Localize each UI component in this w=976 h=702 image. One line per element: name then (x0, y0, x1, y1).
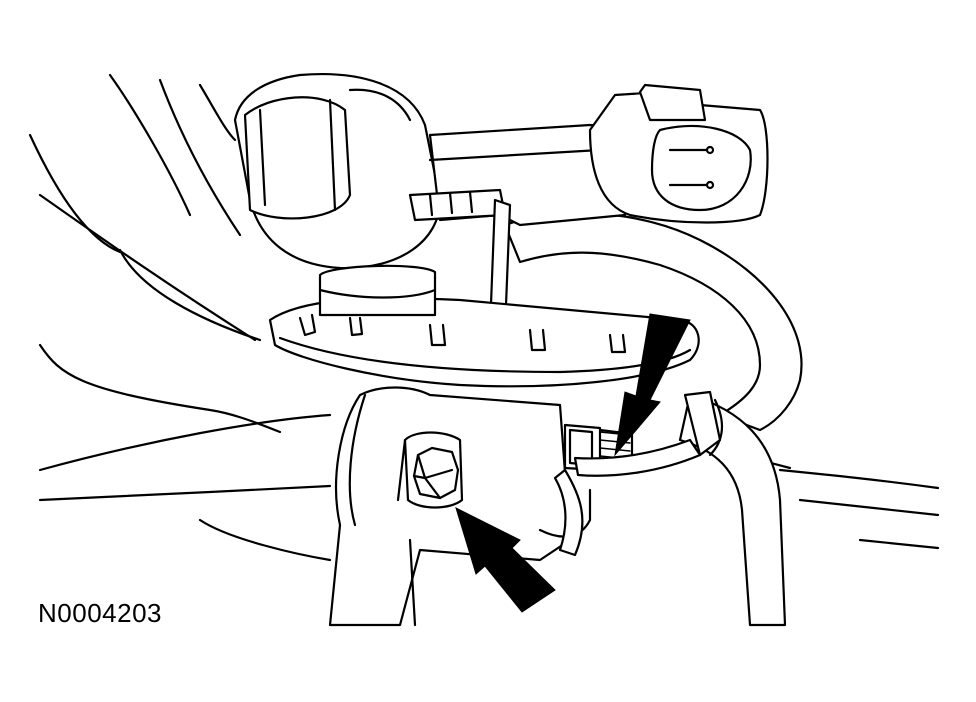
hose-assembly (503, 211, 803, 627)
figure-id-label: N0004203 (38, 598, 162, 628)
mounting-bracket (268, 264, 700, 388)
vacuum-line (573, 390, 722, 477)
electrical-connector (588, 83, 769, 224)
valve-housing (408, 123, 627, 332)
front-bolt (396, 431, 464, 509)
callout-arrow-front (455, 507, 556, 613)
callout-arrow-rear (614, 313, 691, 457)
solenoid-canister (233, 73, 442, 270)
